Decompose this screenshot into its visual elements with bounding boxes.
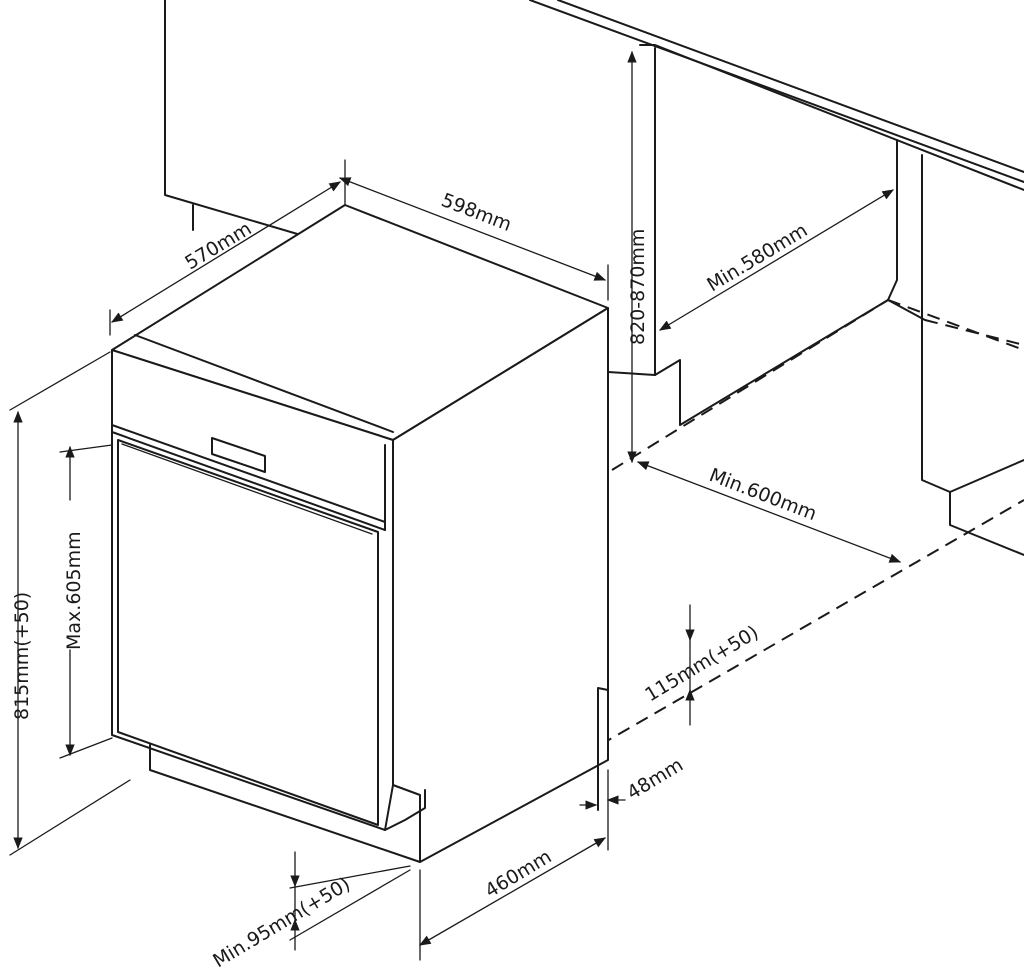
label-plinth-gap: 48mm [623, 754, 687, 804]
label-min-plinth: Min.95mm(+50) [209, 873, 354, 972]
right-cabinet [607, 47, 1024, 556]
dim-door-height: Max.605mm [59, 444, 113, 759]
left-wall-cabinet [164, 0, 346, 249]
label-appliance-height: 815mm(+50) [11, 592, 33, 720]
label-plinth-depth: 460mm [481, 846, 555, 903]
label-cabinet-depth: Min.580mm [703, 219, 811, 296]
label-door-height: Max.605mm [63, 531, 85, 650]
worktop-edge [529, 0, 1024, 191]
label-plinth-height: 115mm(+50) [641, 621, 762, 706]
label-width: 598mm [438, 189, 514, 236]
dishwasher [111, 204, 609, 863]
label-niche-height: 820-870mm [627, 229, 649, 345]
dim-cabinet-depth: Min.580mm [658, 189, 895, 331]
dim-niche-width: Min.600mm [636, 461, 902, 563]
dim-plinth-height: 115mm(+50) [641, 604, 762, 726]
floor-dashed-guides [599, 299, 1024, 746]
dim-appliance-height: 815mm(+50) [9, 351, 131, 856]
dim-min-plinth: Min.95mm(+50) [209, 851, 411, 972]
dim-niche-height: 820-870mm [627, 50, 649, 464]
